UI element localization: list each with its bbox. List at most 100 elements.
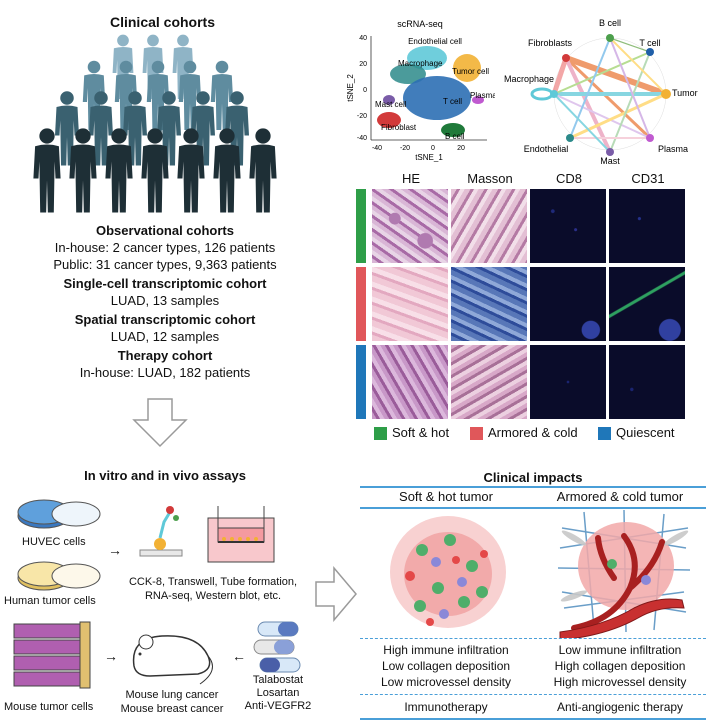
armored-cold-feature-3: High microvessel density (553, 675, 687, 689)
drug-losartan: Losartan (256, 687, 300, 699)
img-cd8-soft-hot (530, 189, 606, 263)
armored-cold-header: Armored & cold tumor (556, 489, 684, 504)
observational-line-1: In-house: 2 cancer types, 126 patients (54, 240, 276, 255)
img-masson-quiescent (451, 345, 527, 419)
armored-cold-features: Low immune infiltration High collagen de… (534, 642, 706, 690)
tsne-title: scRNA-seq (397, 19, 443, 29)
x-tick-20: 20 (457, 145, 465, 152)
therapy-heading: Therapy cohort (117, 348, 213, 363)
spatial-line: LUAD, 12 samples (110, 329, 220, 344)
img-cd31-quiescent (609, 345, 685, 419)
img-cd8-armored-cold (530, 267, 606, 341)
armored-cold-feature-1: Low immune infiltration (558, 643, 682, 657)
human-tumor-label: Human tumor cells (4, 595, 96, 607)
img-he-armored-cold (372, 267, 448, 341)
col-he: HE (401, 171, 421, 186)
arrow-from-drugs-icon: ← (232, 648, 246, 664)
group-bar-armored-cold (356, 267, 366, 341)
node-plasma: Plasma (658, 144, 688, 154)
tsne-xlabel: tSNE_1 (415, 153, 443, 162)
y-tick-20: 20 (359, 61, 367, 68)
group-bar-soft-hot (356, 189, 366, 263)
label-mast: Mast cell (375, 100, 407, 109)
impacts-top-rule (360, 486, 706, 488)
mouse-tumor-label: Mouse tumor cells (4, 701, 94, 713)
label-bcell: B cell (445, 132, 465, 141)
img-he-quiescent (372, 345, 448, 419)
mouse-line-2: Mouse breast cancer (120, 703, 224, 715)
group-bar-quiescent (356, 345, 366, 419)
methods-line-1: CCK-8, Transwell, Tube formation, (128, 576, 298, 588)
spatial-heading: Spatial transcriptomic cohort (74, 312, 256, 327)
drug-capsules-icon (253, 621, 301, 673)
legend-swatch-quiescent (598, 427, 611, 440)
col-cd8: CD8 (555, 171, 582, 186)
huvec-dish-icon (17, 499, 101, 529)
single-cell-line: LUAD, 13 samples (110, 293, 220, 308)
assays-title: In vitro and in vivo assays (84, 468, 246, 483)
impacts-header-rule (360, 507, 706, 509)
soft-hot-feature-1: High immune infiltration (383, 643, 509, 657)
mouse-line-1: Mouse lung cancer (125, 689, 219, 701)
legend-swatch-soft-hot (374, 427, 387, 440)
label-tumor: Tumor cell (452, 67, 489, 76)
single-cell-heading: Single-cell transcriptomic cohort (63, 276, 267, 291)
armored-cold-feature-2: High collagen deposition (554, 659, 686, 673)
mouse-models: Mouse lung cancer Mouse breast cancer (112, 688, 232, 716)
observational-line-2: Public: 31 cancer types, 9,363 patients (53, 257, 277, 272)
col-masson: Masson (467, 171, 513, 186)
label-macrophage: Macrophage (398, 59, 443, 68)
therapy-line: In-house: LUAD, 182 patients (79, 365, 251, 380)
cohort-descriptions: Observational cohorts In-house: 2 cancer… (0, 222, 330, 381)
transwell-icon (207, 506, 275, 563)
node-bcell: B cell (599, 18, 621, 28)
patient-crowd-illustration (33, 34, 277, 213)
legend-quiescent: Quiescent (616, 425, 675, 440)
label-fibroblast: Fibroblast (381, 123, 417, 132)
mouse-tumor-cells-stack-icon (13, 621, 91, 689)
soft-hot-header: Soft & hot tumor (399, 489, 493, 504)
tsne-plot: scRNA-seq 40 20 0 -20 -40 -40 -20 0 20 t… (346, 19, 495, 162)
node-endothelial: Endothelial (524, 144, 569, 154)
down-arrow-icon (132, 398, 188, 448)
impacts-dashed-rule-1 (360, 638, 706, 639)
huvec-label: HUVEC cells (22, 536, 86, 548)
y-tick-40: 40 (359, 35, 367, 42)
human-tumor-dish-icon (17, 561, 101, 591)
impacts-title: Clinical impacts (483, 470, 583, 485)
label-tcell: T cell (443, 97, 462, 106)
armored-cold-tumor-illustration (557, 509, 691, 638)
interaction-network: B cell T cell Fibroblasts Macrophage Tum… (504, 18, 698, 164)
img-cd8-quiescent (530, 345, 606, 419)
img-he-soft-hot (372, 189, 448, 263)
node-macrophage: Macrophage (504, 74, 554, 84)
node-fibroblasts: Fibroblasts (528, 38, 573, 48)
node-tcell: T cell (639, 38, 660, 48)
y-tick-0: 0 (363, 87, 367, 94)
soft-hot-therapy: Immunotherapy (404, 700, 488, 714)
impacts-dashed-rule-2 (360, 694, 706, 695)
x-tick-neg40: -40 (372, 145, 382, 152)
observational-heading: Observational cohorts (96, 223, 234, 238)
clinical-cohorts-title: Clinical cohorts (109, 14, 216, 30)
soft-hot-feature-2: Low collagen deposition (381, 659, 511, 673)
legend-soft-hot: Soft & hot (392, 425, 450, 440)
right-arrow-icon (315, 566, 357, 622)
soft-hot-tumor-illustration (390, 516, 506, 628)
node-mast: Mast (600, 156, 620, 164)
cck8-assay-icon (139, 506, 183, 557)
drug-talabostat: Talabostat (252, 674, 304, 686)
img-cd31-armored-cold (609, 267, 685, 341)
label-endothelial: Endothelial cell (408, 37, 462, 46)
y-tick-neg40: -40 (357, 135, 367, 142)
assay-methods: CCK-8, Transwell, Tube formation, RNA-se… (124, 575, 302, 603)
drug-anti-vegfr2: Anti-VEGFR2 (244, 700, 312, 712)
impacts-bottom-rule (360, 718, 706, 720)
arrow-to-assays-icon: → (108, 542, 122, 558)
soft-hot-feature-3: Low microvessel density (380, 675, 512, 689)
drug-list: Talabostat Losartan Anti-VEGFR2 (236, 674, 320, 713)
mouse-icon (132, 634, 213, 685)
x-tick-0: 0 (431, 145, 435, 152)
img-masson-armored-cold (451, 267, 527, 341)
node-tumor: Tumor (672, 88, 698, 98)
